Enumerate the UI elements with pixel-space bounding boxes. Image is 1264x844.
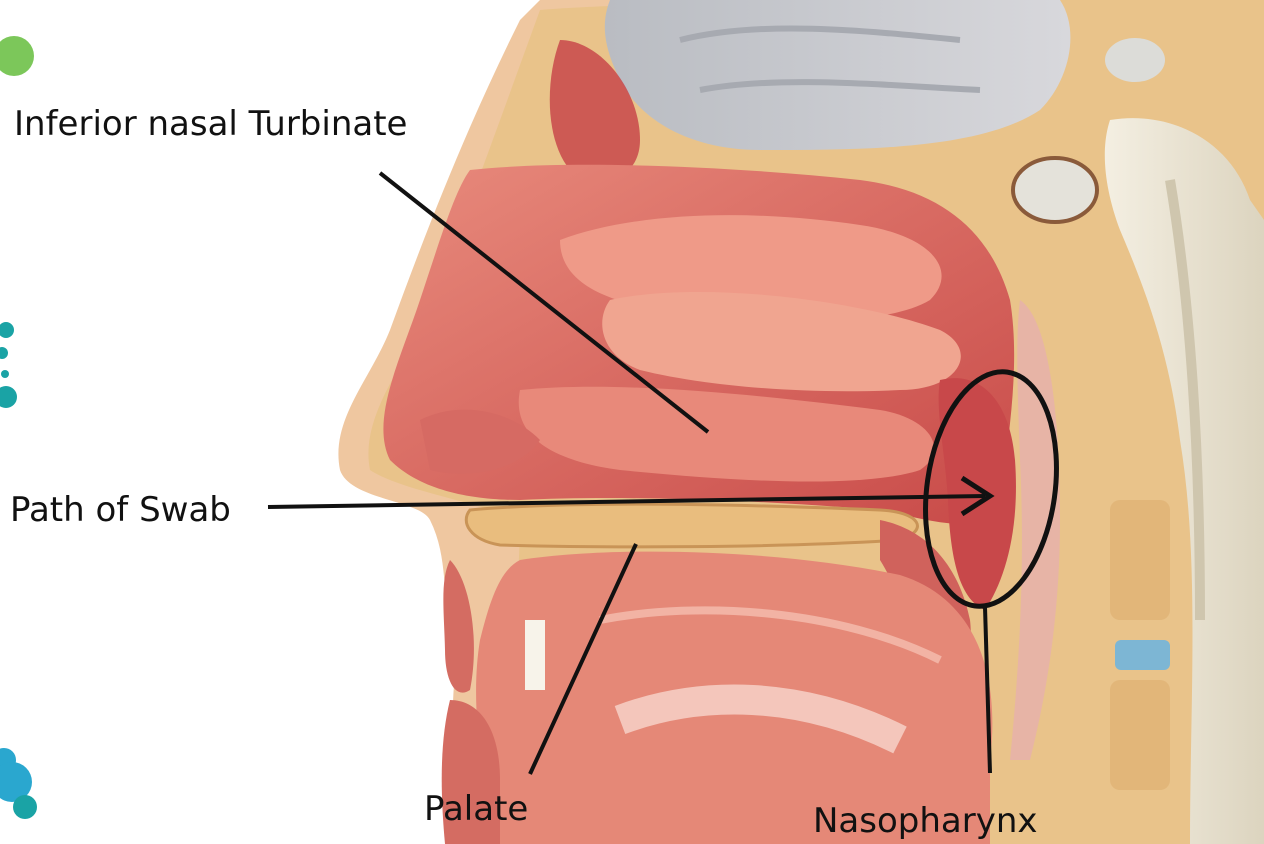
vertebra [1110, 680, 1170, 790]
pituitary [1013, 158, 1097, 222]
palate-label: Palate [424, 792, 528, 826]
palate-bone [466, 504, 917, 547]
path-of-swab-label: Path of Swab [10, 493, 231, 527]
accent-dot [0, 322, 14, 338]
nasopharynx-label: Nasopharynx [813, 804, 1038, 838]
tooth [525, 620, 545, 690]
brainstem-top [1105, 38, 1165, 82]
accent-dot [1, 370, 9, 378]
accent-dots [0, 36, 37, 819]
accent-dot [0, 36, 34, 76]
accent-dot [0, 386, 17, 408]
intervertebral-disc [1115, 640, 1170, 670]
accent-dot [13, 795, 37, 819]
accent-dot [0, 347, 8, 359]
vertebra [1110, 500, 1170, 620]
inferior-nasal-turbinate-label: Inferior nasal Turbinate [14, 107, 407, 141]
brain [605, 0, 1071, 150]
